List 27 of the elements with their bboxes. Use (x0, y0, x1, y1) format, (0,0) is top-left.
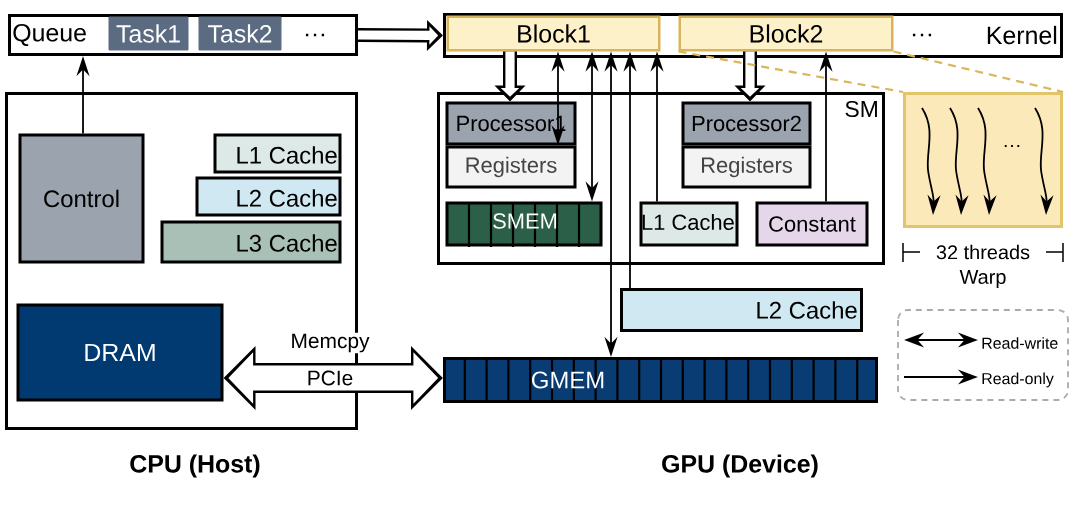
cache-box: L1 Cache (213, 133, 342, 174)
block-box: Block2 (678, 15, 894, 52)
task-box: Task1 (108, 16, 189, 51)
section-title: CPU (Host) (128, 453, 262, 479)
cache-box: L2 Cache (620, 288, 863, 332)
register-box: Registers (681, 145, 812, 189)
section-title: GPU (Device) (660, 453, 820, 479)
cache-box: L2 Cache (195, 176, 342, 217)
edge-label: Memcpy (289, 332, 371, 354)
constant-box: Constant (755, 201, 869, 247)
dimension-label: 32 threads (934, 243, 1032, 261)
processor-box: Processor2 (681, 101, 812, 146)
block-box: Block1 (446, 15, 661, 52)
register-box: Registers (445, 145, 577, 189)
smem-box: SMEM (445, 201, 603, 247)
legend-label: Read-only (982, 372, 1054, 388)
zoom-line (893, 50, 1064, 94)
zoom-line (678, 50, 904, 94)
caption-text: Warp (958, 269, 1008, 289)
cache-box: L1 Cache (639, 201, 739, 247)
gmem-box: GMEM (443, 357, 878, 403)
warp-panel: … (903, 92, 1063, 228)
control-box: Control (18, 133, 145, 264)
task-box: Task2 (198, 16, 282, 51)
legend-label: Read-write (982, 337, 1058, 349)
cache-box: L3 Cache (160, 220, 342, 264)
dram-box: DRAM (16, 303, 224, 402)
